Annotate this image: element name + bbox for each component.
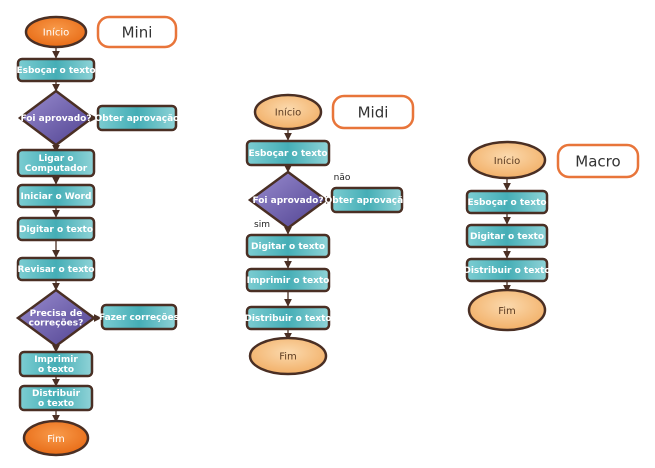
midi-decision-aprovado-diamond [247,170,329,230]
mini-step-digitar-box [16,216,96,242]
midi-end-label: Fim [279,352,297,363]
mini-end-ellipse [22,419,90,457]
macro-step-esbocar-box [465,189,549,215]
mini-title: Mini [122,23,153,41]
macro-step-digitar-label: Digitar o texto [470,232,544,242]
macro-start-ellipse [467,140,547,180]
macro-end-ellipse [467,288,547,332]
midi-end-ellipse [248,336,328,376]
macro-title-frame [556,143,640,179]
midi-step-imprimir-label: Imprimir o texto [247,276,330,286]
mini-step-ligar-box [16,148,96,178]
mini-decision-aprovado-label: Foi aprovado? [20,114,91,124]
mini-step-revisar-label: Revisar o texto [17,265,94,275]
midi-step-esbocar-label: Esboçar o texto [248,149,327,159]
mini-step-revisar-box [16,256,96,282]
midi-step-digitar-label: Digitar o texto [251,242,325,252]
midi-side-obter-label: Obter aprovação [325,196,410,206]
mini-decision-correcoes-diamond [15,288,97,348]
midi-start-ellipse [253,93,323,131]
midi-title: Midi [358,103,389,121]
macro-step-distribuir-box [465,257,549,283]
midi-step-esbocar-box [245,139,331,167]
midi-start-label: Início [275,107,301,119]
mini-decision-aprovado-diamond [17,89,95,147]
mini-step-esbocar-label: Esboçar o texto [16,66,95,76]
mini-end-label: Fim [47,434,65,445]
mini-side-corrigir-box [100,303,178,331]
mini-start-label: Início [43,27,69,39]
midi-step-digitar-box [245,233,331,259]
mini-step-digitar-label: Digitar o texto [19,225,93,235]
mini-step-word-label: Iniciar o Word [21,192,92,202]
midi-step-distribuir-label: Distribuir o texto [244,314,331,324]
mini-side-obter-box [96,104,178,132]
macro-title: Macro [575,152,620,170]
midi-decision-aprovado-label: Foi aprovado? [252,196,323,206]
midi-title-frame [331,94,415,130]
macro-step-distribuir-label: Distribuir o texto [463,266,550,276]
midi-step-imprimir-box [245,267,331,293]
macro-start-label: Início [494,155,520,167]
midi-side-obter-box [330,186,404,214]
mini-title-frame [96,15,178,49]
mini-start-ellipse [24,15,88,49]
midi-yes-label: sim [254,220,270,230]
midi-step-distribuir-box [245,305,331,331]
midi-no-label: não [334,173,351,183]
mini-step-word-box [16,183,96,209]
macro-end-label: Fim [498,306,516,317]
mini-step-esbocar-box [16,57,96,83]
mini-step-imprimir-box [18,350,94,378]
mini-step-distribuir-box [18,384,94,412]
mini-side-corrigir-label: Fazer correções [99,313,179,323]
macro-step-esbocar-label: Esboçar o texto [467,198,546,208]
macro-step-digitar-box [465,223,549,249]
mini-side-obter-label: Obter aprovação [95,114,180,124]
